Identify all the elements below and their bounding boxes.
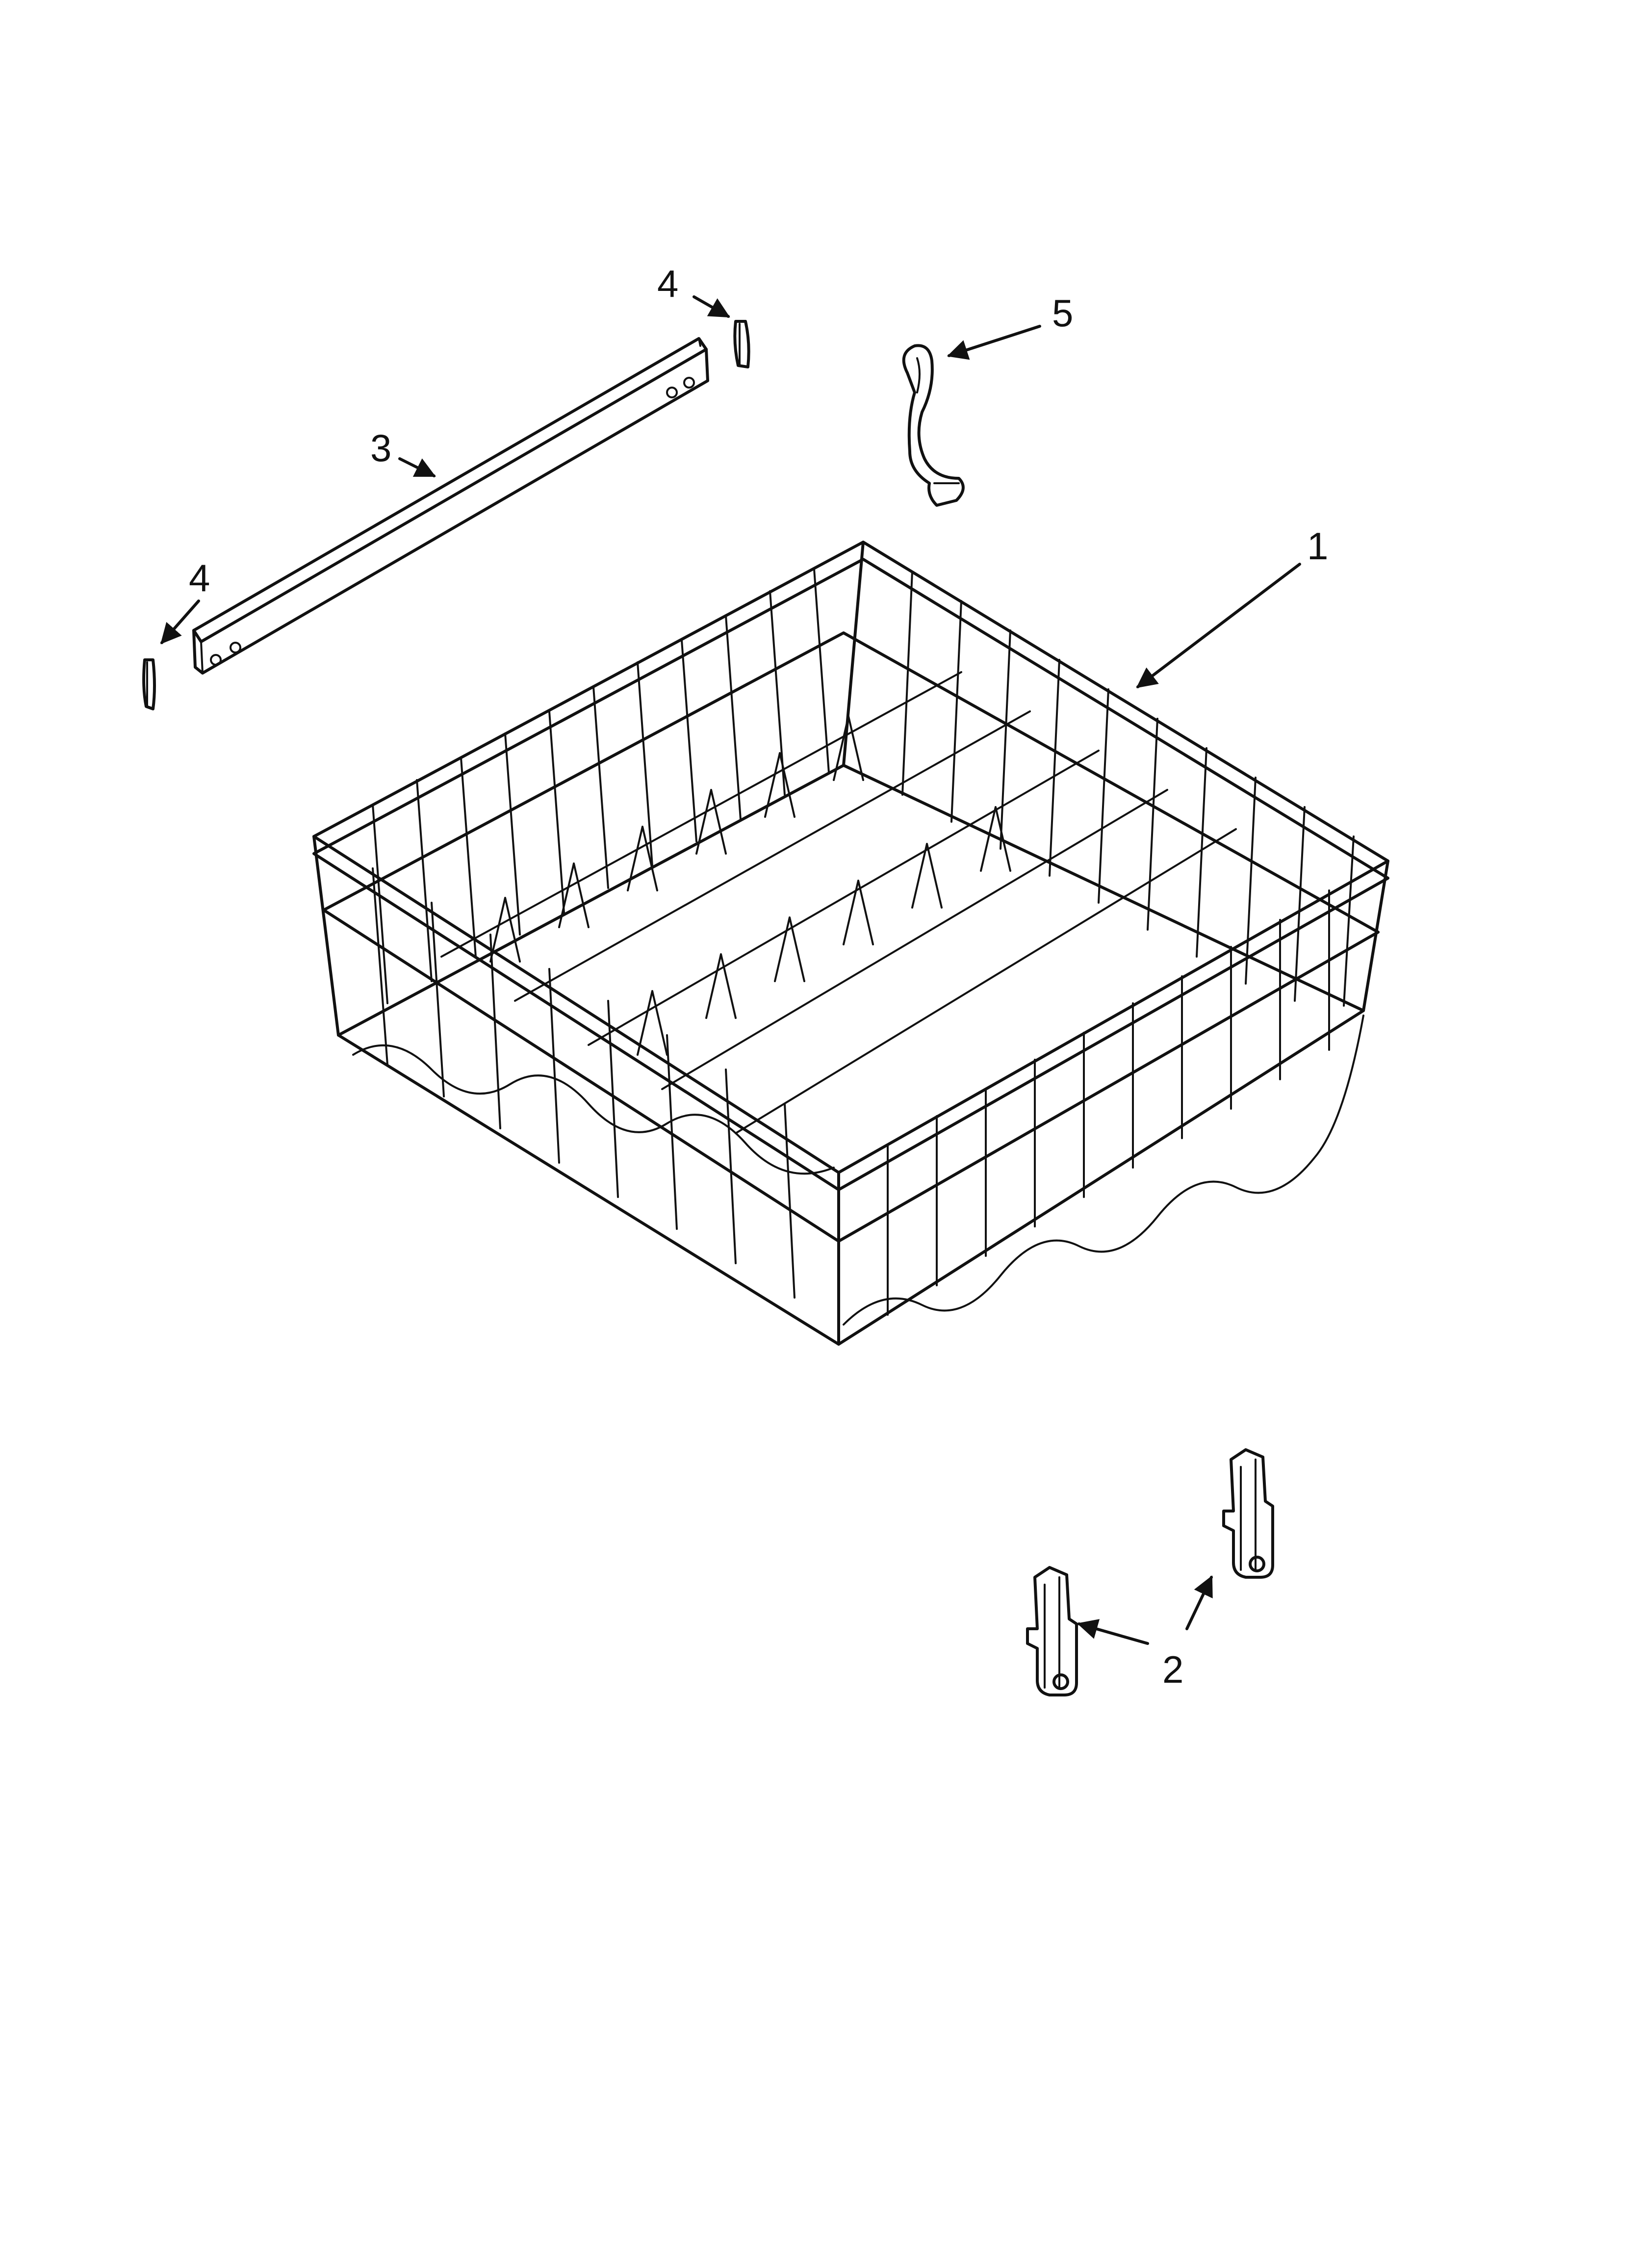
leader-line-4a: [160, 600, 200, 645]
leader-line-5: [947, 325, 1041, 360]
leader-lines: [160, 295, 1301, 1645]
rail-icon: [192, 337, 709, 675]
rack-adjuster-icon-left: [1026, 1566, 1078, 1696]
callout-3: 3: [370, 426, 391, 469]
rack-adjuster-icon-right: [1222, 1448, 1274, 1579]
dish-rack-icon: [312, 541, 1389, 1346]
end-cap-icon-right: [733, 320, 750, 368]
end-cap-icon-left: [142, 658, 156, 710]
leader-line-2a: [1077, 1619, 1149, 1645]
callout-4-left: 4: [189, 556, 210, 600]
callout-4-right: 4: [657, 262, 678, 305]
leader-line-4b: [693, 295, 730, 318]
callout-1: 1: [1307, 524, 1328, 568]
callout-5: 5: [1052, 291, 1073, 335]
callout-2: 2: [1162, 1648, 1183, 1691]
leader-line-1: [1136, 563, 1301, 688]
leader-line-3: [398, 457, 436, 477]
clip-icon: [902, 344, 965, 507]
leader-line-2b: [1185, 1575, 1213, 1630]
